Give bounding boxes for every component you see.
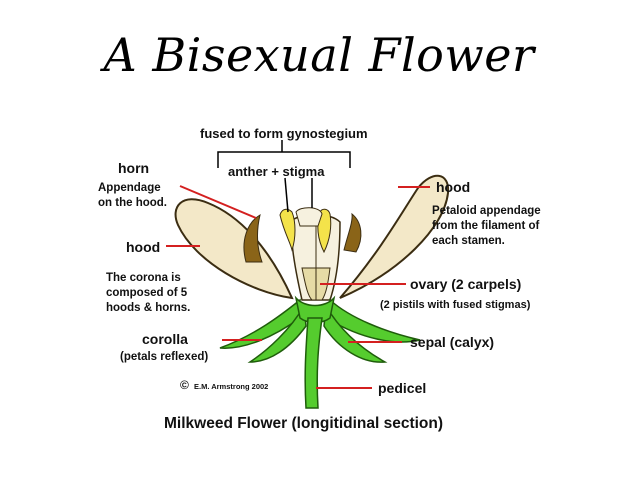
left-sepal <box>247 303 307 363</box>
label-petaloid-1: Petaloid appendage <box>432 205 541 217</box>
right-corolla-petal <box>329 298 421 343</box>
horn-leader <box>179 185 257 219</box>
gynostegium-bracket <box>217 151 351 168</box>
diagram-caption: Milkweed Flower (longitidinal section) <box>164 415 443 432</box>
label-sepal: sepal (calyx) <box>410 334 494 350</box>
label-fused-gynostegium: fused to form gynostegium <box>200 126 368 141</box>
label-corona-2: composed of 5 <box>106 287 188 299</box>
label-corolla: corolla <box>142 331 188 347</box>
stigma-head <box>295 207 323 227</box>
leader-lines <box>166 140 430 389</box>
left-hood <box>174 198 294 300</box>
label-petaloid-3: each stamen. <box>432 235 505 247</box>
label-ovary-note: (2 pistils with fused stigmas) <box>380 299 531 311</box>
copyright-symbol: © <box>180 378 189 392</box>
labels: fused to form gynostegium anther + stigm… <box>98 126 541 432</box>
left-anther <box>279 208 296 252</box>
right-sepal <box>323 303 388 363</box>
label-corolla-note: (petals reflexed) <box>120 351 208 363</box>
label-hood-right: hood <box>436 179 470 195</box>
pedicel-stem <box>304 317 323 409</box>
label-appendage-1: Appendage <box>98 182 161 194</box>
flower-illustration <box>174 174 450 409</box>
label-ovary: ovary (2 carpels) <box>410 276 521 292</box>
left-corolla-petal <box>219 298 301 349</box>
label-hood-left: hood <box>126 239 160 255</box>
left-horn <box>243 213 263 263</box>
label-corona-1: The corona is <box>106 272 181 284</box>
label-horn: horn <box>118 160 149 176</box>
label-corona-3: hoods & horns. <box>106 302 190 314</box>
label-credit: E.M. Armstrong 2002 <box>194 382 268 391</box>
label-anther-stigma: anther + stigma <box>228 164 325 179</box>
receptacle <box>294 295 336 324</box>
label-petaloid-2: from the filament of <box>432 220 540 232</box>
slide-title: A Bisexual Flower <box>103 28 535 82</box>
right-anther <box>317 208 332 254</box>
right-horn <box>343 212 362 253</box>
label-appendage-2: on the hood. <box>98 197 167 209</box>
label-pedicel: pedicel <box>378 380 426 396</box>
right-hood <box>339 174 450 299</box>
